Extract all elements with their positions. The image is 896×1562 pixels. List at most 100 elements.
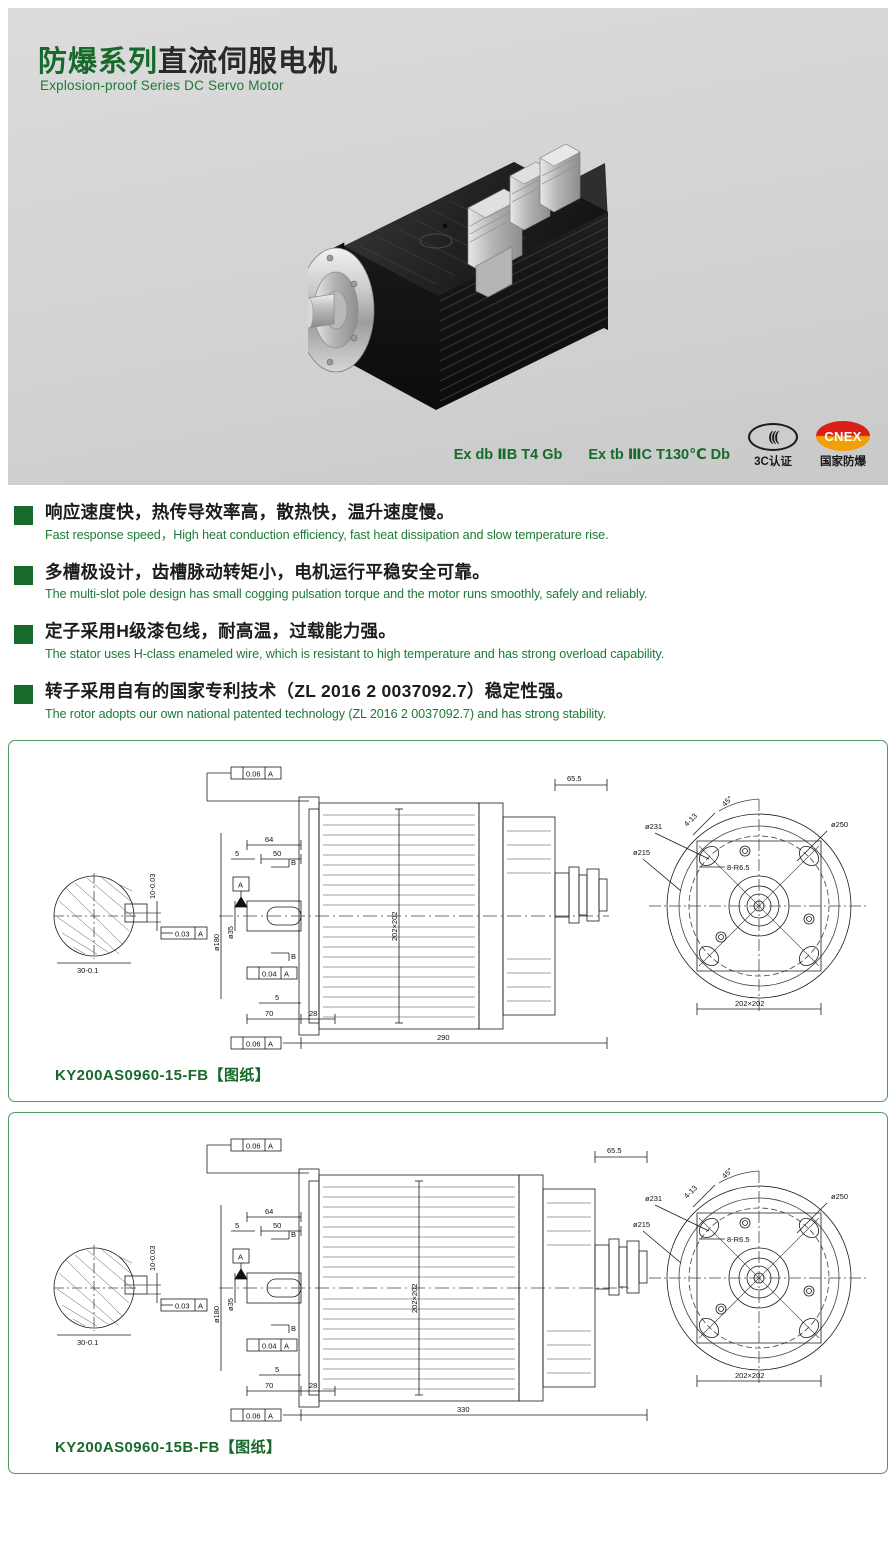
page-title: 防爆系列直流伺服电机 xyxy=(38,38,338,80)
ex-code-gas: Ex db ⅡB T4 Gb xyxy=(453,447,563,463)
product-datasheet-page: 防爆系列直流伺服电机 Explosion-proof Series DC Ser… xyxy=(0,8,896,1562)
ex-code-dust: Ex tb ⅢC T130℃ Db xyxy=(588,447,730,463)
explosion-proof-connectors xyxy=(467,143,581,298)
motor-side-view-2: 0.06 A xyxy=(206,1138,648,1421)
ccc-icon: ((( xyxy=(748,423,798,451)
bullet-square-icon xyxy=(14,506,33,525)
ccc-caption: 3C认证 xyxy=(754,456,792,468)
dim-shaft-flat-1: 30-0.1 xyxy=(77,966,98,975)
drawing-caption-2: KY200AS0960-15B-FB【图纸】 xyxy=(55,1438,282,1456)
feature-text-cn: 多槽极设计，齿槽脉动转矩小，电机运行平稳安全可靠。 xyxy=(45,561,490,582)
gdt-top-2: 0.06 xyxy=(246,1141,261,1150)
section-b-top-2: B xyxy=(291,1230,296,1239)
gdt-parallel-datum-2: A xyxy=(198,1301,203,1310)
endview-dia231-2: ø231 xyxy=(645,1194,662,1203)
section-b-bot-1: B xyxy=(291,952,296,961)
cnex-caption: 国家防爆 xyxy=(820,456,866,468)
endview-square-2: 202×202 xyxy=(735,1371,764,1380)
feature-item: 多槽极设计，齿槽脉动转矩小，电机运行平稳安全可靠。 The multi-slot… xyxy=(14,561,882,604)
dim-shaft-a-2: 70 xyxy=(265,1381,273,1390)
gdt-bottom-2: 0.06 xyxy=(246,1411,261,1420)
gdt-mid-datum-1: A xyxy=(284,969,289,978)
dim-body-square-1: 202×202 xyxy=(390,911,399,940)
dim-key-slot-1: 50 xyxy=(273,849,281,858)
page-subtitle: Explosion-proof Series DC Servo Motor xyxy=(40,78,284,93)
endview-angle-1: 45° xyxy=(720,794,734,808)
drawing-panel-1: 10-0.03 30-0.1 0.03 A 0.06 A xyxy=(8,739,888,1102)
gdt-top-datum-2: A xyxy=(268,1141,273,1150)
dim-key-height-2: 10-0.03 xyxy=(148,1245,157,1270)
dim-flange-dia-1: ø180 xyxy=(212,933,221,950)
dim-body-square-2: 202×202 xyxy=(410,1283,419,1312)
motor-end-view-2: 4-13 45° ø231 ø215 ø250 8-R6.5 202×202 xyxy=(633,1166,869,1387)
shaft-cross-section-1: 10-0.03 30-0.1 0.03 A xyxy=(53,872,208,975)
technical-drawing-2: 10-0.03 30-0.1 0.03 A 0.06 A xyxy=(53,1138,869,1421)
page-title-green: 防爆系列 xyxy=(38,46,159,78)
dim-flange-dia-2: ø180 xyxy=(212,1305,221,1322)
endview-dia215-1: ø215 xyxy=(633,848,650,857)
motor-end-view-1: 4-13 45° ø231 ø215 ø250 8-R6.5 202×202 xyxy=(633,794,869,1015)
section-b-top-1: B xyxy=(291,858,296,867)
gdt-parallel-datum-1: A xyxy=(198,929,203,938)
feature-text-cn: 转子采用自有的国家专利技术（ZL 2016 2 0037092.7）稳定性强。 xyxy=(45,680,574,701)
endview-dia231-1: ø231 xyxy=(645,822,662,831)
feature-text-en: The multi-slot pole design has small cog… xyxy=(45,587,648,602)
endview-fillet-1: 8-R6.5 xyxy=(727,863,750,872)
hero-banner: 防爆系列直流伺服电机 Explosion-proof Series DC Ser… xyxy=(8,8,888,485)
ex-rating-codes: Ex db ⅡB T4 Gb Ex tb ⅢC T130℃ Db xyxy=(454,447,730,469)
gdt-parallel-1: 0.03 xyxy=(175,929,190,938)
endview-dia250-1: ø250 xyxy=(831,820,848,829)
endview-hole-callout-1: 4-13 xyxy=(682,811,699,828)
shaft-cross-section-2: 10-0.03 30-0.1 0.03 A xyxy=(53,1244,208,1347)
gdt-mid-2: 0.04 xyxy=(262,1341,277,1350)
dim-key-slot-2: 50 xyxy=(273,1221,281,1230)
endview-square-1: 202×202 xyxy=(735,999,764,1008)
cnex-certification-mark: CNEX 国家防爆 xyxy=(816,421,870,469)
gdt-bottom-1: 0.06 xyxy=(246,1039,261,1048)
feature-text-en: Fast response speed，High heat conduction… xyxy=(45,527,609,542)
gdt-bottom-datum-1: A xyxy=(268,1039,273,1048)
feature-text-cn: 定子采用H级漆包线，耐高温，过载能力强。 xyxy=(45,621,397,642)
connector-1 xyxy=(467,188,523,298)
feature-item: 响应速度快，热传导效率高，散热快，温升速度慢。 Fast response sp… xyxy=(14,501,882,544)
dim-shaft-b-2: 28 xyxy=(309,1381,317,1390)
dim-shaft-dia-2: ø35 xyxy=(226,1298,235,1311)
drawing-panel-2: 10-0.03 30-0.1 0.03 A 0.06 A xyxy=(8,1111,888,1474)
dim-key-len-1: 64 xyxy=(265,835,273,844)
gdt-parallel-2: 0.03 xyxy=(175,1301,190,1310)
datum-a-2: A xyxy=(238,1252,243,1261)
gdt-bottom-datum-2: A xyxy=(268,1411,273,1420)
dim-flange-thk2-1: 5 xyxy=(275,993,279,1002)
bullet-square-icon xyxy=(14,684,33,704)
dim-shaft-a-1: 70 xyxy=(265,1009,273,1018)
endview-angle-2: 45° xyxy=(720,1166,734,1180)
feature-text-en: The rotor adopts our own national patent… xyxy=(45,706,607,721)
feature-item: 定子采用H级漆包线，耐高温，过载能力强。 The stator uses H-c… xyxy=(14,620,882,663)
endview-hole-callout-2: 4-13 xyxy=(682,1183,699,1200)
motor-output-shaft xyxy=(308,293,335,329)
gdt-top-datum-1: A xyxy=(268,769,273,778)
motor-product-image xyxy=(308,98,648,418)
dim-key-len-2: 64 xyxy=(265,1207,273,1216)
gdt-mid-datum-2: A xyxy=(284,1341,289,1350)
bullet-square-icon xyxy=(14,625,33,645)
dim-shaft-b-1: 28 xyxy=(309,1009,317,1018)
dim-flange-thk-1: 5 xyxy=(235,849,239,858)
dim-connector-1: 65.5 xyxy=(567,774,582,783)
connector-3 xyxy=(539,143,581,213)
technical-drawing-1: 10-0.03 30-0.1 0.03 A 0.06 A xyxy=(53,766,869,1049)
dim-key-height-1: 10-0.03 xyxy=(148,873,157,898)
bullet-square-icon xyxy=(14,565,33,585)
feature-text-en: The stator uses H-class enameled wire, w… xyxy=(45,646,665,661)
dim-shaft-dia-1: ø35 xyxy=(226,926,235,939)
page-title-dark: 直流伺服电机 xyxy=(158,46,339,78)
endview-dia215-2: ø215 xyxy=(633,1220,650,1229)
dim-flange-thk2-2: 5 xyxy=(275,1365,279,1374)
dim-shaft-flat-2: 30-0.1 xyxy=(77,1338,98,1347)
motor-front-flange xyxy=(308,242,375,373)
endview-fillet-2: 8-R6.5 xyxy=(727,1235,750,1244)
motor-side-view-1: 0.06 A xyxy=(206,766,609,1049)
gdt-top-1: 0.06 xyxy=(246,769,261,778)
motor-illustration xyxy=(308,143,609,410)
dim-total-length-2: 330 xyxy=(457,1405,470,1414)
